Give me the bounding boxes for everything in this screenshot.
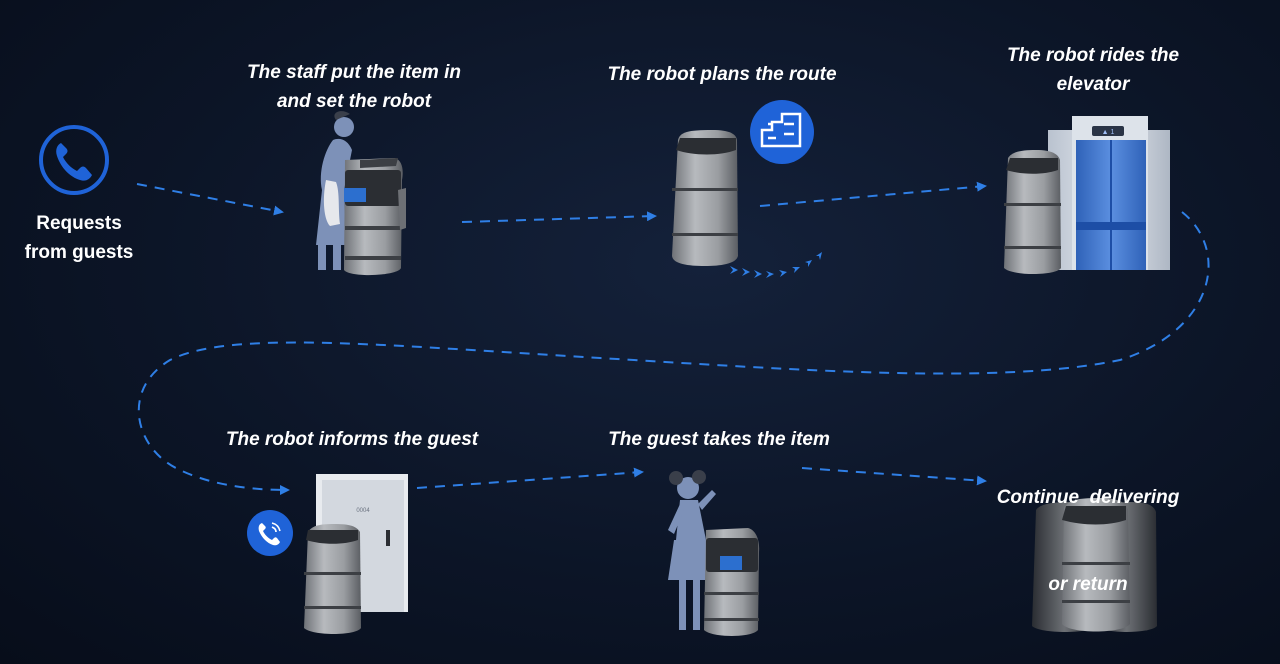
step-guest-takes-label: The guest takes the item: [608, 429, 830, 450]
robot-with-guest: [704, 528, 760, 636]
step-staff-label: The staff put the item in and set the ro…: [247, 62, 461, 112]
step-plan-route-label: The robot plans the route: [607, 64, 837, 85]
robot-at-door: [304, 524, 361, 634]
step-requests-label: Requests from guests: [24, 213, 134, 263]
robot-loading: [344, 158, 406, 276]
step-elevator-label: The robot rides the elevator: [1006, 45, 1180, 95]
route-chevrons: [730, 252, 822, 278]
phone-call-icon: [247, 510, 293, 556]
arrow-staff-to-plan: [461, 211, 657, 223]
guest-figure: [668, 470, 716, 630]
arrow-guest-to-continue: [801, 467, 987, 486]
robot-group: [1032, 498, 1157, 632]
door-number: 0004: [356, 508, 370, 514]
phone-icon: [39, 125, 109, 195]
step-continue-label: Continue delivering or return: [996, 487, 1180, 595]
arrow-inform-to-guest: [416, 467, 644, 489]
flow-arrows: [136, 181, 1210, 495]
arrow-plan-to-elevator: [759, 181, 987, 207]
route-map-icon: [750, 100, 814, 164]
robot-elevator: [1004, 150, 1061, 274]
elevator-display: ▲ 1: [1102, 129, 1115, 136]
robot-planning: [672, 130, 738, 266]
arrow-request-to-staff: [136, 183, 284, 216]
step-inform-guest-label: The robot informs the guest: [225, 429, 479, 450]
elevator: ▲ 1: [1048, 116, 1170, 270]
staff-with-robot: [316, 111, 406, 276]
